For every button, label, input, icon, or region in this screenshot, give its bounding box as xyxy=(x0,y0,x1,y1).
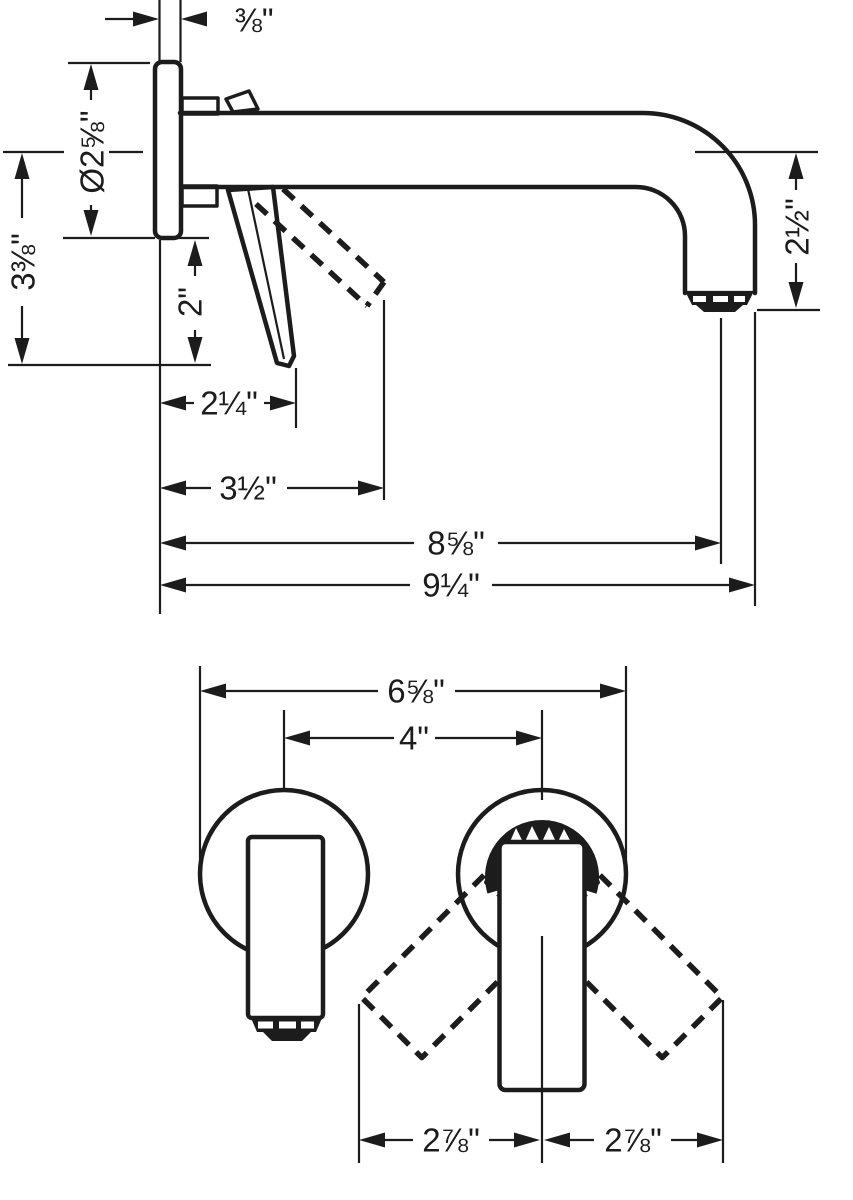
dim-label-spout-to-handle-center: 4" xyxy=(399,720,429,757)
dim-label-handle-projection-open: 3½" xyxy=(219,470,277,507)
side-view: ⅜" Ø2⅝" 3⅜" 2" xyxy=(3,0,820,614)
dim-label-handle-swing-left: 2⅞" xyxy=(422,1122,480,1159)
spout-bottom-edge xyxy=(179,184,688,296)
dim-label-plate-to-handle-tip: 2" xyxy=(172,287,209,317)
dim-center-to-handle-tip: 3⅜" xyxy=(5,153,42,364)
dim-label-handle-projection: 2¼" xyxy=(200,385,258,422)
dim-label-center-to-spout-outlet: 2½" xyxy=(779,198,816,256)
aerator-front xyxy=(251,1018,322,1041)
dim-label-total-projection: 9¼" xyxy=(422,567,480,604)
spout-front xyxy=(245,834,326,1021)
dim-handle-swing-right: 2⅞" xyxy=(544,1122,723,1159)
dim-label-escutcheon-diameter: Ø2⅝" xyxy=(74,110,111,193)
dim-escutcheon-diameter: Ø2⅝" xyxy=(74,64,111,236)
aerator-side xyxy=(686,293,753,312)
dim-plate-to-handle-tip: 2" xyxy=(172,240,209,363)
dim-overall-width: 6⅝" xyxy=(200,673,626,710)
dim-label-plate-thickness: ⅜" xyxy=(234,2,273,39)
handle-lever-top-end xyxy=(224,89,260,114)
dim-handle-projection-open: 3½" xyxy=(160,470,384,507)
dim-projection-to-aerator: 8⅝" xyxy=(160,525,721,562)
handle-lever-edge-line xyxy=(246,188,286,360)
dim-total-projection: 9¼" xyxy=(160,567,755,604)
dim-handle-swing-left: 2⅞" xyxy=(359,1122,540,1159)
arrowhead-right-icon xyxy=(133,11,159,27)
dim-plate-thickness: ⅜" xyxy=(105,2,274,39)
dim-label-projection-to-aerator: 8⅝" xyxy=(427,525,485,562)
dim-spout-to-handle-center: 4" xyxy=(284,720,542,757)
dim-label-handle-swing-right: 2⅞" xyxy=(604,1122,662,1159)
spout-top-edge xyxy=(177,110,758,296)
handle-lever-side-dashed xyxy=(254,186,387,309)
handle-lever-side xyxy=(225,184,297,369)
wall-plate-side xyxy=(152,59,184,241)
dim-center-to-spout-outlet: 2½" xyxy=(779,153,816,308)
arrowhead-left-icon xyxy=(181,11,207,27)
front-view: 6⅝" 4" 2⅞" 2⅞" xyxy=(197,666,726,1163)
dim-label-center-to-handle-tip: 3⅜" xyxy=(5,233,42,291)
dim-handle-projection: 2¼" xyxy=(160,385,296,422)
dim-label-overall-width: 6⅝" xyxy=(387,673,445,710)
